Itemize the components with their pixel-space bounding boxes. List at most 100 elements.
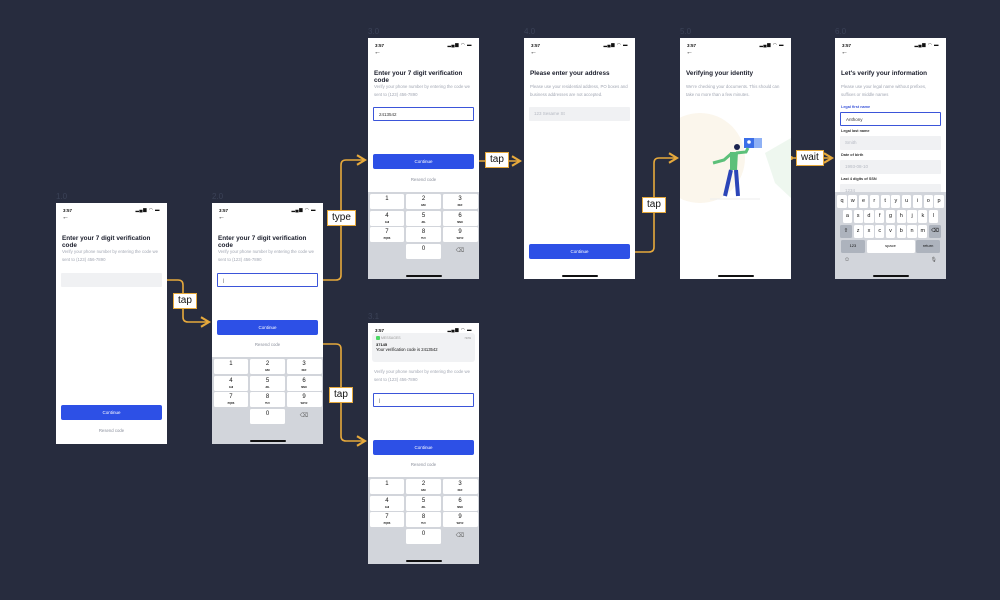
- key-v[interactable]: v: [885, 225, 896, 238]
- key-x[interactable]: x: [864, 225, 874, 238]
- home-indicator: [406, 275, 442, 277]
- key-d[interactable]: d: [864, 210, 874, 223]
- back-arrow-icon[interactable]: ←: [218, 214, 225, 221]
- continue-button[interactable]: Continue: [61, 405, 162, 420]
- dob-input[interactable]: 1993-08-10: [840, 160, 941, 174]
- key-z[interactable]: z: [853, 225, 863, 238]
- key-q[interactable]: q: [837, 195, 847, 208]
- key-space[interactable]: space: [866, 240, 915, 253]
- key-r[interactable]: r: [869, 195, 879, 208]
- continue-button[interactable]: Continue: [373, 154, 474, 169]
- page-title: Let's verify your information: [841, 70, 928, 77]
- key-y[interactable]: y: [891, 195, 901, 208]
- key-c[interactable]: c: [875, 225, 885, 238]
- key-n[interactable]: n: [907, 225, 917, 238]
- key-numbers[interactable]: 123: [840, 240, 865, 253]
- key-s[interactable]: s: [853, 210, 863, 223]
- keypad-key[interactable]: 0: [406, 528, 441, 544]
- key-digit: 1: [385, 481, 389, 487]
- continue-button[interactable]: Continue: [529, 244, 630, 259]
- continue-button[interactable]: Continue: [373, 440, 474, 455]
- key-w[interactable]: w: [848, 195, 858, 208]
- back-arrow-icon[interactable]: ←: [374, 49, 381, 56]
- back-arrow-icon[interactable]: ←: [686, 49, 693, 56]
- key-a[interactable]: a: [842, 210, 852, 223]
- shift-icon[interactable]: ⇧: [839, 225, 852, 238]
- resend-code-link[interactable]: Resend code: [410, 177, 437, 182]
- keypad-key[interactable]: 0: [250, 408, 285, 424]
- key-b[interactable]: b: [896, 225, 906, 238]
- key-p[interactable]: p: [934, 195, 944, 208]
- key-i[interactable]: i: [912, 195, 923, 208]
- keypad-key[interactable]: 1: [369, 194, 405, 209]
- keypad-key[interactable]: 1: [369, 479, 405, 494]
- key-digit: 9: [458, 229, 462, 236]
- code-input[interactable]: |: [217, 273, 318, 287]
- key-t[interactable]: t: [880, 195, 890, 208]
- code-input[interactable]: [61, 273, 162, 287]
- back-arrow-icon[interactable]: ←: [62, 214, 69, 221]
- key-f[interactable]: f: [875, 210, 885, 223]
- continue-button[interactable]: Continue: [217, 320, 318, 335]
- action-tag-type: type: [327, 210, 356, 226]
- last-name-input[interactable]: Smith: [840, 136, 941, 150]
- key-m[interactable]: m: [918, 225, 928, 238]
- key-o[interactable]: o: [923, 195, 933, 208]
- first-name-label: Legal first name: [841, 105, 871, 109]
- delete-icon[interactable]: ⌫: [443, 244, 478, 259]
- back-arrow-icon[interactable]: ←: [841, 49, 848, 56]
- resend-code-link[interactable]: Resend code: [254, 342, 281, 347]
- key-k[interactable]: k: [918, 210, 928, 223]
- key-e[interactable]: e: [858, 195, 869, 208]
- code-input[interactable]: 2413542: [373, 107, 474, 121]
- keypad-key[interactable]: 0: [406, 243, 441, 259]
- key-u[interactable]: u: [902, 195, 912, 208]
- key-j[interactable]: j: [907, 210, 917, 223]
- key-l[interactable]: l: [929, 210, 939, 223]
- key-g[interactable]: g: [885, 210, 896, 223]
- key-return[interactable]: return: [916, 240, 941, 253]
- screen-1-0: 3:57 ▂▄▆ ◠ ▬ ← Enter your 7 digit verifi…: [56, 203, 167, 444]
- delete-icon[interactable]: ⌫: [929, 225, 942, 238]
- first-name-input[interactable]: Anthony: [840, 112, 941, 126]
- resend-code-link[interactable]: Resend code: [98, 428, 125, 433]
- resend-code-link[interactable]: Resend code: [410, 462, 437, 467]
- address-input[interactable]: 123 Sesame St: [529, 107, 630, 121]
- key-letters: PQRS: [227, 402, 235, 406]
- code-input[interactable]: |: [373, 393, 474, 407]
- microphone-icon[interactable]: 🎙: [930, 257, 937, 263]
- keypad-key[interactable]: 1: [213, 359, 249, 374]
- delete-icon[interactable]: ⌫: [443, 529, 478, 544]
- emoji-icon[interactable]: ☺: [844, 257, 851, 263]
- sms-notification[interactable]: MESSAGES now 37145 Your verification cod…: [372, 333, 475, 362]
- delete-icon[interactable]: ⌫: [287, 409, 322, 424]
- back-arrow-icon[interactable]: ←: [530, 49, 537, 56]
- key-h[interactable]: h: [896, 210, 906, 223]
